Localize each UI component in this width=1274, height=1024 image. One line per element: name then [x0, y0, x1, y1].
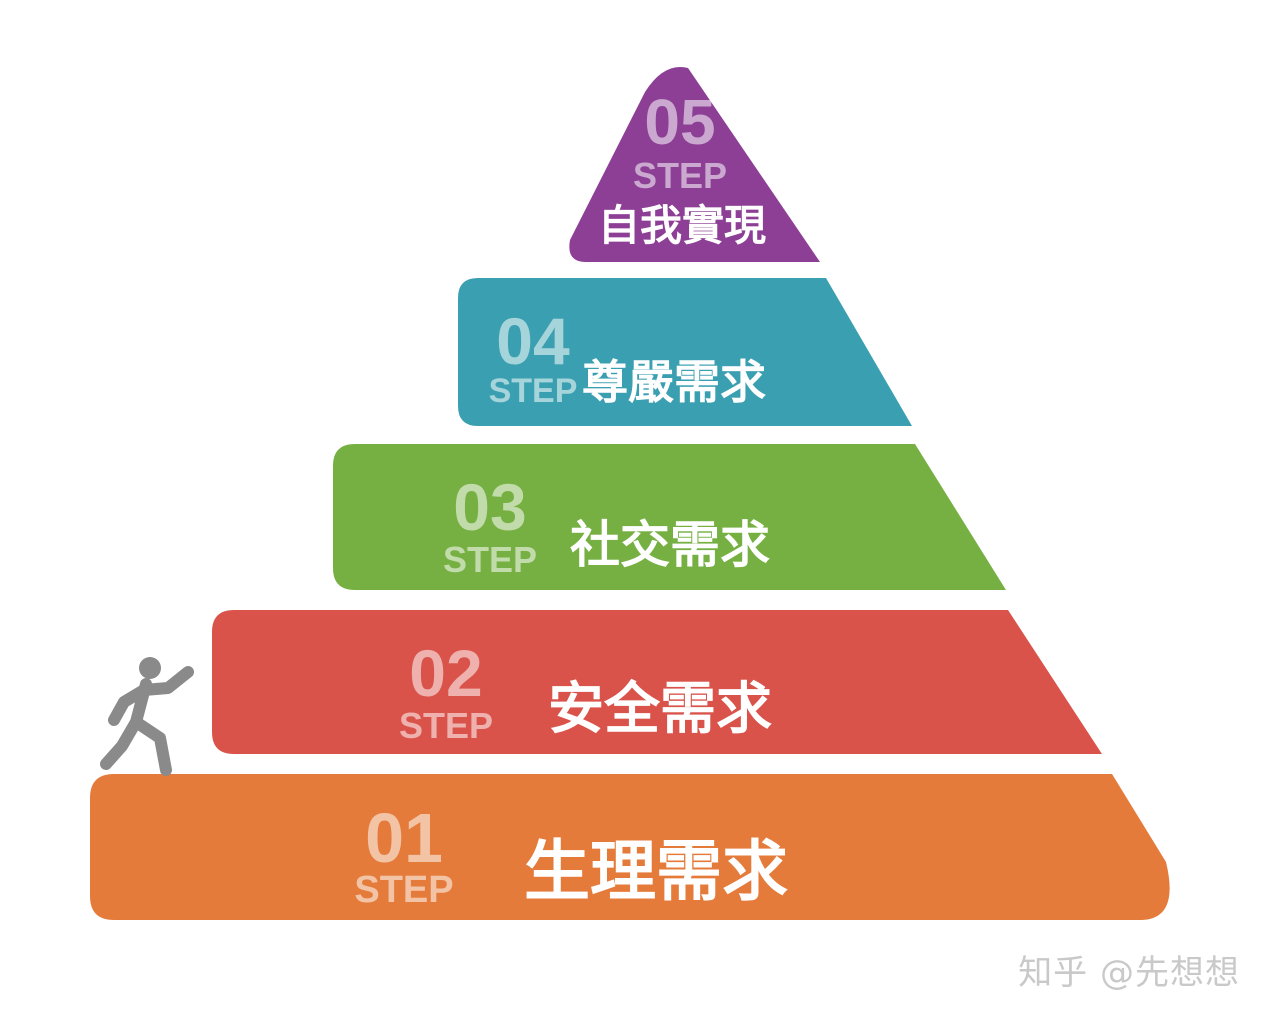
level-2-label: 安全需求 [548, 677, 772, 740]
level-1-label: 生理需求 [524, 834, 788, 908]
watermark: 知乎 @先想想 [1018, 953, 1240, 993]
pyramid-level-4: 04 STEP 尊嚴需求 [458, 278, 912, 426]
level-4-number: 04 [496, 304, 570, 378]
level-3-step-word: STEP [443, 539, 537, 580]
level-5-label: 自我實現 [598, 202, 766, 249]
level-5-step-word: STEP [633, 155, 727, 196]
pyramid-level-1: 01 STEP 生理需求 [90, 774, 1170, 920]
level-4-label: 尊嚴需求 [582, 356, 766, 408]
level-1-step-word: STEP [354, 869, 453, 911]
level-2-shape [212, 610, 1102, 754]
level-4-shape [458, 278, 912, 426]
level-3-shape [333, 444, 1006, 590]
level-3-number: 03 [453, 470, 526, 544]
level-2-number: 02 [409, 636, 482, 710]
level-2-step-word: STEP [399, 705, 493, 746]
pyramid-level-5: 05 STEP 自我實現 [569, 67, 820, 262]
level-1-number: 01 [365, 799, 443, 877]
level-1-shape [90, 774, 1170, 920]
level-5-number: 05 [644, 86, 715, 158]
level-3-label: 社交需求 [570, 517, 770, 573]
pyramid-level-3: 03 STEP 社交需求 [333, 444, 1006, 590]
running-person-icon [100, 657, 194, 776]
pyramid-level-2: 02 STEP 安全需求 [212, 610, 1102, 754]
level-5-shape [569, 67, 820, 262]
level-4-step-word: STEP [489, 372, 578, 410]
